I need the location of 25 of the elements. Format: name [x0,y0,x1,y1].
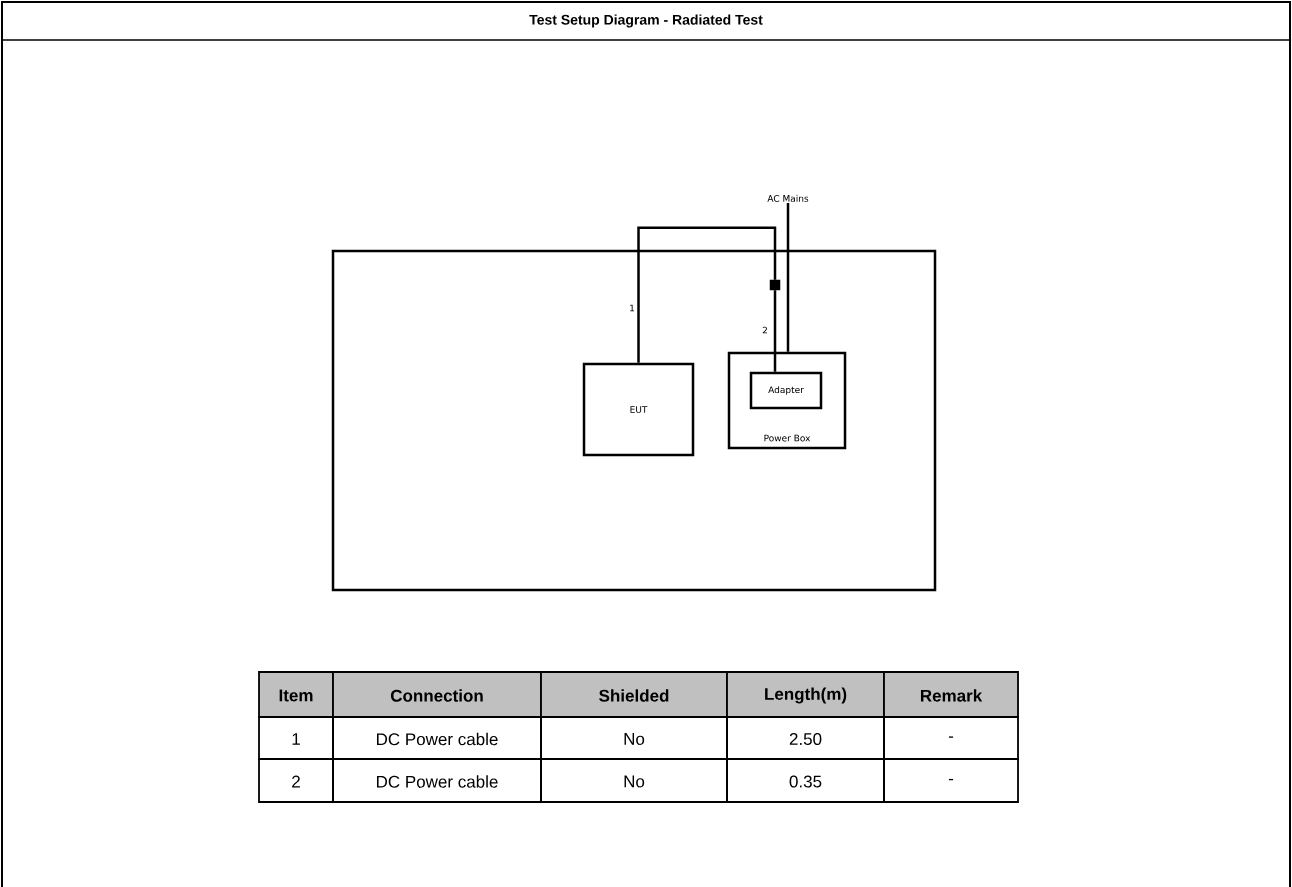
table-cell: 1 [258,716,334,760]
table-cell: 2 [258,758,334,803]
cable-number: 1 [630,304,635,312]
eut-box: EUT [582,362,695,457]
cable [637,226,777,363]
mains-label: AC Mains [767,194,809,202]
test-table [331,249,937,592]
table-cell: 2.50 [726,716,885,760]
table-cell: - [883,716,1019,760]
table-cell: DC Power cable [332,716,542,760]
table-cell: - [883,758,1019,803]
cable [786,203,790,352]
header-cell: Length(m) [726,671,885,718]
table-cell: No [540,716,728,760]
adapter-box: Adapter [749,371,823,410]
cable-number: 2 [762,326,767,334]
title: Test Setup Diagram - Radiated Test [529,14,763,28]
header-cell: Remark [883,671,1019,718]
table-cell: DC Power cable [332,758,542,803]
cable [773,290,777,372]
header-cell: Shielded [540,671,728,718]
ferrite-core [769,279,781,291]
table-cell: No [540,758,728,803]
table-cell: 0.35 [726,758,885,803]
header-cell: Item [258,671,334,718]
